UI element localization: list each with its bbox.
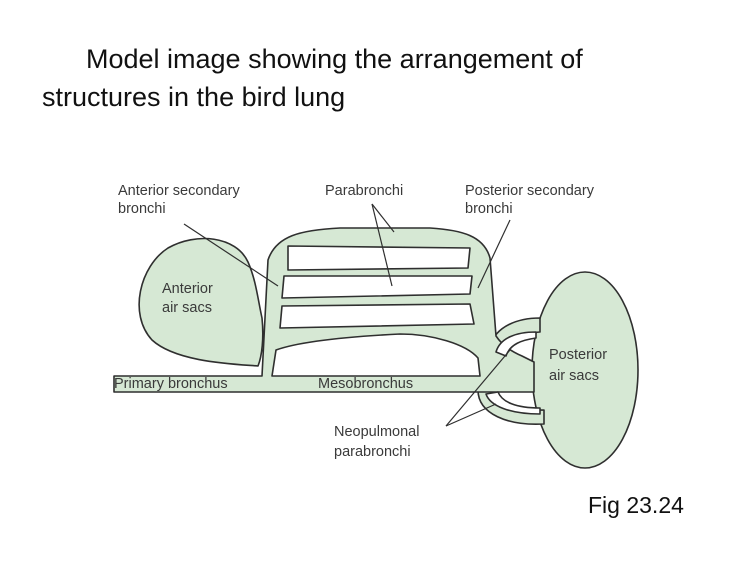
- label-neopulmonal-2: parabronchi: [334, 444, 411, 460]
- parabronchus-gap-1: [287, 245, 471, 271]
- label-posterior-secondary-2: bronchi: [465, 201, 513, 217]
- label-anterior-secondary-1: Anterior secondary: [118, 183, 240, 199]
- label-mesobronchus: Mesobronchus: [318, 376, 413, 392]
- pointer-neopulmonal-a: [445, 349, 511, 427]
- neopulmonal-lumen-1: [495, 331, 537, 357]
- pointer-parabronchi-b: [371, 203, 393, 287]
- label-anterior-secondary-2: bronchi: [118, 201, 166, 217]
- label-anterior-air-sacs-2: air sacs: [162, 300, 212, 316]
- anterior-air-sac: [138, 237, 264, 367]
- title-line-2: structures in the bird lung: [42, 82, 346, 112]
- pointer-posterior-secondary: [477, 219, 511, 289]
- label-posterior-air-sacs-1: Posterior: [549, 347, 607, 363]
- label-neopulmonal-1: Neopulmonal: [334, 424, 419, 440]
- pointer-parabronchi-a: [371, 203, 395, 233]
- label-posterior-secondary-1: Posterior secondary: [465, 183, 595, 199]
- figure-reference: Fig 23.24: [588, 492, 684, 518]
- slide-title: Model image showing the arrangement of s…: [0, 40, 746, 116]
- mesobronchus-lumen: [271, 333, 481, 377]
- label-parabronchi: Parabronchi: [325, 183, 403, 199]
- pointer-neopulmonal-b: [445, 403, 497, 427]
- label-posterior-air-sacs-2: air sacs: [549, 368, 599, 384]
- label-anterior-air-sacs-1: Anterior: [162, 281, 213, 297]
- parabronchus-gap-2: [281, 275, 473, 299]
- label-primary-bronchus: Primary bronchus: [114, 376, 228, 392]
- parabronchus-gap-3: [279, 303, 475, 329]
- neopulmonal-lumen-2: [485, 391, 541, 415]
- pointer-anterior-secondary: [183, 223, 279, 287]
- title-line-1: Model image showing the arrangement of: [86, 44, 583, 74]
